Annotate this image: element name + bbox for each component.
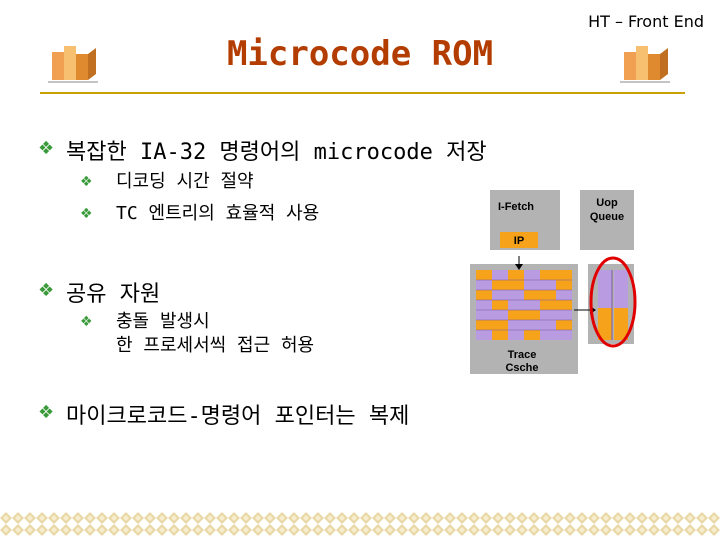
bullet-2-sub-1: 충돌 발생시 (116, 311, 210, 332)
trace-label: Trace (508, 349, 537, 361)
bullet-1-sub-2: TC 엔트리의 효율적 사용 (116, 203, 320, 224)
ip-label: IP (514, 235, 524, 247)
title-divider (40, 92, 685, 94)
uop-queue-columns (598, 270, 628, 340)
diamond-bullet-icon: ❖ (80, 174, 93, 190)
uop-label: Uop (596, 197, 618, 209)
highlight-circle (589, 256, 637, 348)
footer-diamond-pattern (0, 512, 720, 536)
diamond-bullet-icon: ❖ (80, 314, 93, 330)
diamond-bullet-icon: ❖ (38, 138, 55, 159)
ip-box (500, 232, 538, 248)
bullet-1-sub-1: 디코딩 시간 절약 (116, 171, 254, 192)
diamond-bullet-icon: ❖ (38, 280, 55, 301)
down-arrow-icon (515, 264, 523, 270)
uop-queue-block (580, 190, 634, 250)
bullet-2-sub-2: 한 프로세서씩 접근 허용 (116, 335, 315, 356)
bullet-3-text: 마이크로코드-명령어 포인터는 복제 (66, 404, 410, 429)
bar-chart-icon-left (48, 46, 98, 83)
ifetch-label: I-Fetch (498, 201, 534, 213)
trace-cache-grid (476, 270, 572, 340)
bar-chart-icon-right (620, 46, 670, 83)
bullet-1-text: 복잡한 IA-32 명령어의 microcode 저장 (66, 140, 487, 165)
slide-title: Microcode ROM (226, 34, 494, 74)
queue-label: Queue (590, 211, 624, 223)
diamond-bullet-icon: ❖ (38, 402, 55, 423)
header-text: HT – Front End (588, 12, 704, 31)
bullet-2-text: 공유 자원 (66, 282, 161, 307)
diamond-bullet-icon: ❖ (80, 206, 93, 222)
cache-label: Csche (505, 362, 538, 374)
smt-front-end-diagram: I-Fetch Uop Queue IP (470, 190, 637, 374)
